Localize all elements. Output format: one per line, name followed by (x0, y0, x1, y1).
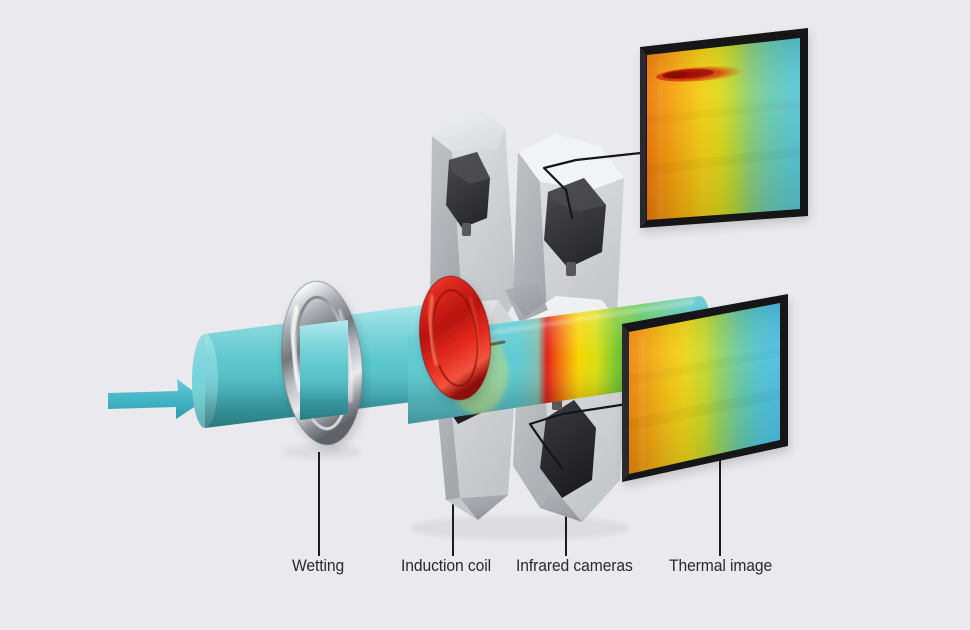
camera-lens-upper-left (462, 223, 471, 236)
camera-upper-left (446, 152, 490, 236)
ground-shadows (282, 445, 630, 540)
induction-coil-ring (418, 275, 492, 401)
label-thermal-image: Thermal image (669, 556, 773, 575)
label-wetting: Wetting (292, 556, 345, 575)
camera-lens-upper-right (566, 262, 576, 276)
tube-over-ring (300, 320, 348, 420)
label-infrared-cameras: Infrared cameras (516, 556, 633, 575)
inlet-flow-arrow (108, 379, 205, 419)
tube-cold-section (192, 300, 460, 428)
thermal-image-panel-bottom[interactable] (622, 294, 788, 482)
rig-arm-upper-left (430, 108, 516, 330)
tube-through-coil (436, 338, 476, 412)
label-induction-coil: Induction coil (401, 556, 492, 575)
thermal-image-panel-top[interactable] (640, 28, 808, 228)
